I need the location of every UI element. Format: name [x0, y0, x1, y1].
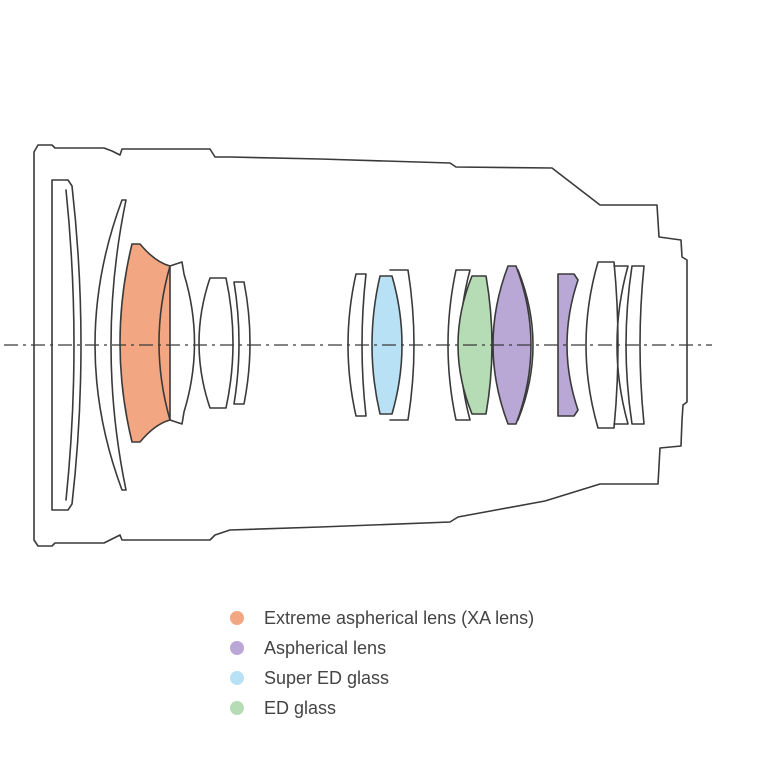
legend-item-ed: ED glass: [230, 693, 630, 723]
legend-label-ed: ED glass: [264, 697, 337, 718]
lens-element-15: [585, 261, 619, 429]
lens-element-4: [158, 261, 196, 425]
lens-construction-diagram: [4, 144, 712, 547]
legend-dot-ed: [230, 701, 244, 715]
lens-barrel-outline: [33, 144, 688, 547]
lens-element-1: [51, 179, 82, 511]
lens-element-7: [347, 273, 367, 417]
legend-dot-aspherical: [230, 641, 244, 655]
legend-dot-xa: [230, 611, 244, 625]
legend-label-super-ed: Super ED glass: [264, 667, 390, 688]
lens-element-13: [517, 269, 534, 421]
legend-label-xa: Extreme aspherical lens (XA lens): [264, 607, 535, 628]
legend-label-aspherical: Aspherical lens: [264, 637, 387, 658]
lens-element-1b: [65, 189, 75, 501]
legend: Extreme aspherical lens (XA lens) Aspher…: [230, 603, 630, 723]
aspherical-lens-element-2: [557, 273, 579, 417]
legend-dot-super-ed: [230, 671, 244, 685]
legend-item-xa: Extreme aspherical lens (XA lens): [230, 603, 630, 633]
xa-lens-element: [119, 243, 171, 443]
lens-element-5: [198, 277, 234, 409]
lens-element-2: [94, 199, 127, 491]
lens-element-17: [625, 265, 645, 425]
legend-item-aspherical: Aspherical lens: [230, 633, 630, 663]
lens-element-6: [233, 281, 251, 405]
legend-item-super-ed: Super ED glass: [230, 663, 630, 693]
